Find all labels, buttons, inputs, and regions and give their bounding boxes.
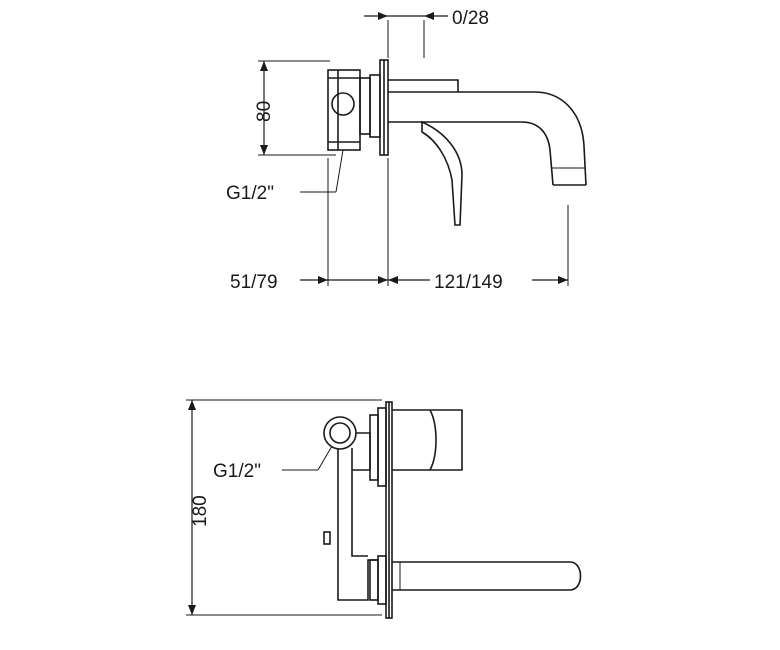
thread-label-top: G1/2" [226,183,274,204]
bottom-view: 180 [186,399,582,619]
spout [388,91,587,186]
cartridge-body [392,409,463,471]
dim-projection: 0/28 [364,8,489,58]
dim-depths: 51/79 121/149 [230,158,569,293]
dim-projection-label: 0/28 [452,8,489,29]
dim-height: 80 [254,60,336,156]
dim-total-height: 180 [186,399,382,616]
dim-spout-reach-label: 121/149 [434,272,503,293]
wall-flange [369,401,393,619]
dim-body-depth-label: 51/79 [230,272,278,293]
thread-label-bottom: G1/2" [213,461,261,482]
dim-height-label: 80 [254,101,275,122]
top-view: 0/28 80 [226,8,587,293]
spout-side [392,561,582,591]
thread-leader-bottom: G1/2" [213,445,333,482]
dim-total-height-label: 180 [190,495,211,527]
thread-leader-top: G1/2" [226,149,344,204]
lever-handle [388,79,463,226]
valve-body [327,69,381,151]
wall-plate [379,59,389,156]
